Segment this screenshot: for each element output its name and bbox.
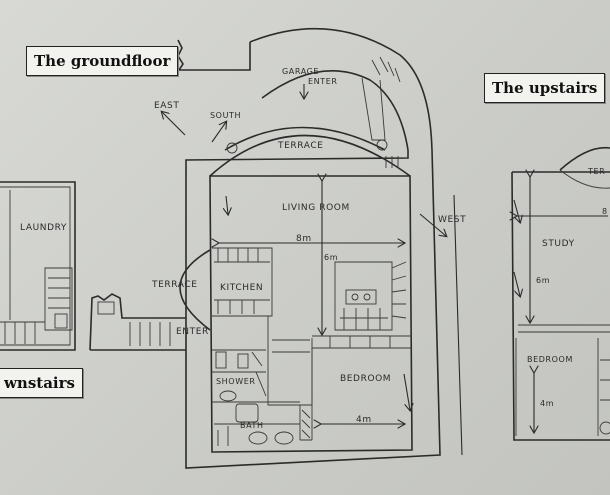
upstairs-bedroom-label: BEDROOM [527,355,573,364]
south-arrow [211,122,226,143]
east-arrow [162,112,186,136]
living-room-label: LIVING ROOM [282,203,350,213]
shower-basin [219,390,237,402]
bath-label: BATH [240,421,264,430]
bedroom-outline [311,335,412,440]
ground-outer-wall [185,149,441,469]
upstairs-title: The upstairs [484,73,606,103]
garage-outer-arc [249,27,433,151]
bathtub [248,431,268,445]
downstairs-plan: LAUNDRY [0,181,76,351]
house-interior-outline [209,175,413,453]
upstairs-dim-4m-label: 4m [540,399,554,408]
west-label: WEST [438,215,466,225]
terrace-pillar-left [226,142,238,154]
south-label: SOUTH [210,111,241,120]
upstairs-dim-6m-label: 6m [536,276,550,285]
terrace-left-label: TERRACE [151,280,198,290]
upstairs-outline [511,171,610,441]
dimension-6m-label: 6m [324,253,338,262]
shower-label: SHOWER [216,377,256,386]
hall-partition [267,316,313,406]
terrace-left-arc [179,249,211,331]
bedroom-label: BEDROOM [340,374,391,384]
terrace-top-label: TERRACE [277,141,324,151]
garage-ramp [361,77,386,141]
upstairs-plan: TER STUDY BEDROOM 8 6m 4m [511,146,610,441]
garage-label: GARAGE [282,67,319,76]
kitchen-label: KITCHEN [220,283,263,293]
upstairs-fixture [599,421,610,435]
downstairs-stair-block [44,267,73,331]
west-arrow [419,213,446,236]
stove [345,289,377,305]
garage-inner-arc [261,70,409,151]
east-label: EAST [154,101,179,111]
garage-enter-label: ENTER [308,77,338,86]
downstairs-title: wnstairs [0,368,83,398]
terrace-pillar-right [376,139,388,151]
entry-path [89,293,186,351]
dimension-4m-label: 4m [356,415,372,425]
enter-label: ENTER [176,327,209,337]
kitchen-outline [212,247,273,317]
laundry-label: LAUNDRY [20,223,67,233]
study-label: STUDY [542,239,575,249]
bathroom-walls [212,349,300,403]
dimension-8m-label: 8m [296,234,312,244]
groundfloor-plan: GARAGE ENTER TERRACE LIVING ROOM KITCHEN… [89,27,466,469]
upstairs-terrace-label: TER [587,167,605,176]
groundfloor-title: The groundfloor [26,46,179,76]
downstairs-washbasin [54,313,68,329]
stove-box [334,261,393,331]
upstairs-terrace-arc [559,146,610,171]
upstairs-dim-8-label: 8 [602,207,608,216]
entry-bench [97,301,115,315]
